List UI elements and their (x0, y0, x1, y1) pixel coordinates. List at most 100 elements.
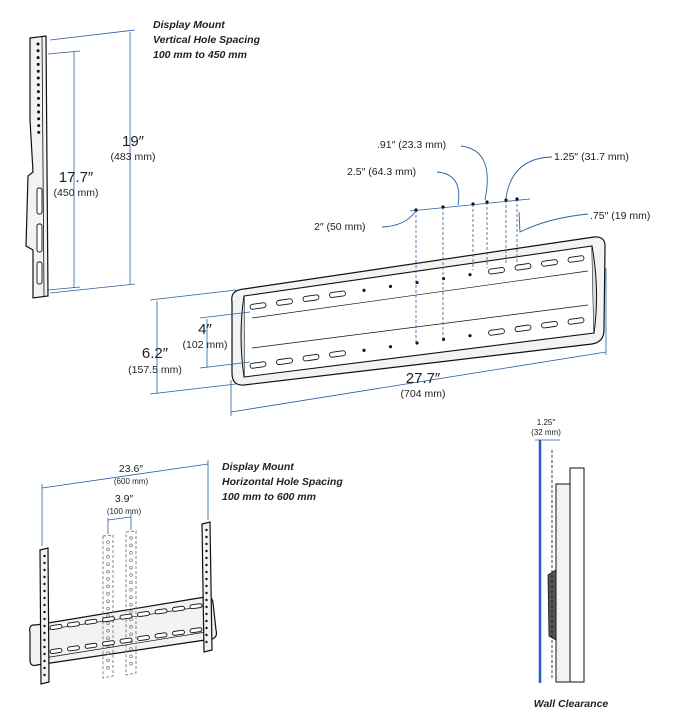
bracket-hole (205, 563, 208, 567)
plate-slot (84, 642, 98, 649)
bracket-hole (129, 536, 133, 540)
bracket-hole (36, 90, 40, 94)
bracket-hole (129, 654, 133, 659)
wall-plate-drawing (231, 236, 606, 386)
bracket-hole (129, 647, 133, 651)
plate-slot (189, 627, 203, 634)
bracket-hole (43, 666, 46, 670)
bracket-hole (106, 621, 110, 626)
vertical-outer-dimension-inches: 19″ (122, 133, 145, 150)
plate-slot (154, 608, 168, 615)
horizontal-outer-dimension-mm: (600 mm) (114, 477, 149, 486)
plate-slot (67, 621, 80, 628)
bracket-hole (106, 629, 110, 633)
plate-hole (441, 337, 446, 341)
bracket-hole (106, 606, 110, 611)
wall-clearance-mm: (32 mm) (531, 428, 561, 437)
bracket-hole (106, 658, 110, 663)
bracket-hole (43, 603, 46, 607)
plate-slot (488, 328, 505, 336)
bracket-hole (43, 645, 46, 649)
wall-plate-width-inches: 27.7″ (406, 370, 441, 387)
bracket-hole (106, 577, 110, 581)
plate-slot (276, 298, 293, 306)
bracket-hole (205, 619, 208, 623)
bracket-hole (43, 596, 46, 600)
plate-slot (137, 610, 150, 618)
bracket-hole (129, 632, 133, 636)
bracket-hole (129, 573, 133, 577)
bracket-hole (43, 673, 46, 677)
plate-slot (329, 350, 346, 358)
bracket-hole (205, 549, 208, 553)
plate-slot (514, 263, 532, 271)
vertical-caption-subtitle: Vertical Hole Spacing (153, 34, 261, 46)
bracket-hole (205, 612, 208, 616)
plate-slot (189, 603, 203, 610)
bracket-hole (129, 543, 133, 548)
bracket-hole (37, 110, 41, 114)
callout-125: 1.25″ (31.7 mm) (554, 151, 629, 163)
wall-clearance-caption: Wall Clearance (534, 698, 609, 710)
bracket-hole (43, 652, 46, 656)
bracket-hole (106, 547, 110, 552)
plate-slot (154, 632, 168, 639)
plate-slot (249, 302, 267, 310)
bracket-hole (106, 666, 110, 670)
callout-075: .75″ (19 mm) (590, 210, 650, 222)
wall-plate-height-mm: (157.5 mm) (128, 364, 182, 376)
plate-slot (514, 324, 532, 333)
plate-slot (49, 623, 63, 631)
bracket-hole (43, 624, 46, 628)
plate-slot (119, 613, 133, 620)
bracket-hole (106, 584, 110, 589)
bracket-hole (43, 638, 46, 642)
horizontal-caption-subtitle: Horizontal Hole Spacing (222, 476, 343, 488)
plate-slot (49, 647, 63, 655)
vertical-inner-dimension-mm: (450 mm) (54, 187, 99, 199)
bracket-hole (205, 528, 208, 532)
bracket-hole (43, 631, 46, 635)
plate-slot (119, 637, 133, 644)
callout-091: .91″ (23.3 mm) (377, 139, 446, 151)
plate-slot (302, 353, 320, 362)
bracket-hole (205, 605, 208, 609)
plate-hole (362, 348, 366, 352)
bracket-hole (129, 558, 133, 562)
bracket-hole (37, 117, 41, 121)
bracket-hole (36, 69, 40, 73)
bracket-hole (106, 651, 110, 655)
bracket-hole (205, 577, 208, 581)
horizontal-spacing-drawing (29, 521, 218, 685)
bracket-hole (43, 659, 46, 663)
wall-plate-hole-rows-inches: 4″ (198, 321, 212, 338)
bracket-hole (43, 589, 46, 593)
wall-clearance-inches: 1.25″ (537, 418, 556, 427)
bracket-hole (106, 569, 110, 574)
bracket-hole (106, 540, 110, 544)
bracket-hole (36, 83, 40, 87)
bracket-hole (205, 542, 208, 546)
plate-slot (137, 634, 150, 642)
bracket-hole (205, 570, 208, 574)
plate-slot (541, 259, 558, 267)
horizontal-caption-range: 100 mm to 600 mm (222, 491, 316, 503)
plate-hole (388, 345, 393, 349)
bracket-hole (36, 62, 40, 66)
bracket-hole (129, 551, 133, 555)
bracket-hole (129, 580, 133, 585)
wall-plate-width-mm: (704 mm) (401, 388, 446, 400)
bracket-hole (205, 556, 208, 560)
plate-slot (172, 605, 185, 612)
plate-slot (488, 267, 505, 275)
horizontal-spacing-dimensions (41, 460, 209, 546)
bracket-hole (129, 602, 133, 607)
bracket-hole (106, 562, 110, 566)
bracket-hole (36, 42, 40, 46)
bracket-hole (205, 598, 208, 602)
vertical-spacing-dimensions (47, 29, 136, 294)
wall-plate-height-inches: 6.2″ (142, 345, 169, 362)
bracket-hole (106, 592, 110, 596)
plate-slot (302, 294, 320, 302)
